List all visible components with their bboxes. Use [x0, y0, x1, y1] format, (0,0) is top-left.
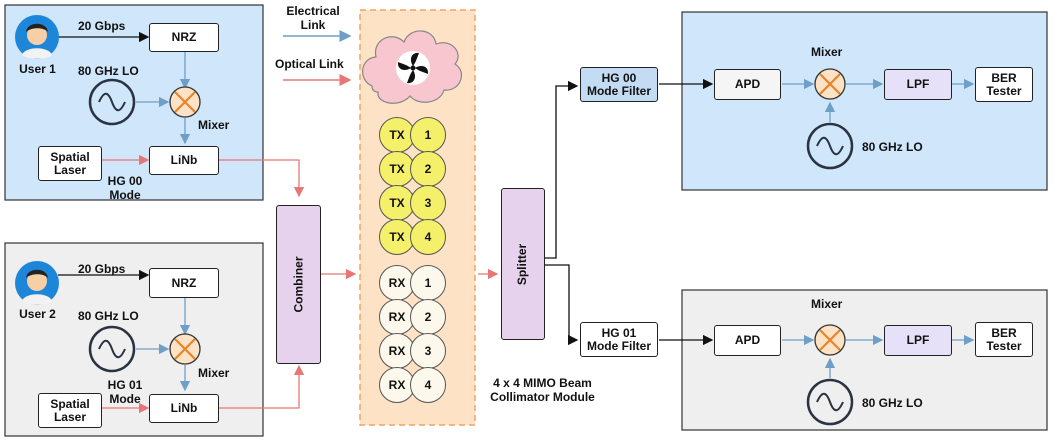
user1-linb-modulator-box: LiNb: [149, 146, 219, 175]
rx2-mode-filter-box: HG 01 Mode Filter: [580, 322, 658, 357]
user1-mixer-label: Mixer: [198, 118, 230, 132]
user2-mode-label: HG 01 Mode: [107, 378, 143, 406]
user1-spatial-laser-box: Spatial Laser: [38, 146, 102, 181]
user1-lo-label: 80 GHz LO: [78, 64, 139, 78]
rx2-mixer-icon: [814, 324, 846, 356]
rx2-oscillator-icon: [806, 378, 854, 426]
user2-spatial-laser-box: Spatial Laser: [38, 393, 102, 428]
rx-channel-cell: 4: [410, 367, 446, 403]
rx2-lo-label: 80 GHz LO: [862, 396, 923, 410]
user2-optical-to-combiner-link: [219, 364, 305, 409]
rx2-ber-tester-box: BER Tester: [975, 322, 1033, 357]
rx1-apd-box: APD: [714, 69, 781, 100]
tx-channel-cell: 3: [410, 185, 446, 221]
user1-rate-label: 20 Gbps: [78, 19, 126, 33]
user2-nrz-box: NRZ: [149, 268, 219, 298]
rx1-oscillator-icon: [806, 122, 854, 170]
user2-rate-label: 20 Gbps: [78, 262, 126, 276]
rx1-mixer-label: Mixer: [811, 45, 843, 59]
rx1-ber-tester-box: BER Tester: [975, 67, 1033, 102]
splitter-box: Splitter: [501, 188, 545, 340]
user1-mode-label: HG 00 Mode: [107, 174, 143, 202]
tx-channel-cell: 2: [410, 151, 446, 187]
user2-lo-label: 80 GHz LO: [78, 309, 139, 323]
user1-mixer-icon: [169, 86, 201, 118]
user2-name-label: User 2: [19, 307, 56, 321]
rx1-lo-label: 80 GHz LO: [862, 140, 923, 154]
tx-label-cell: TX: [379, 117, 415, 153]
user2-mixer-icon: [169, 333, 201, 365]
rx1-mode-filter-box: HG 00 Mode Filter: [580, 67, 658, 102]
rx-channel-cell: 2: [410, 299, 446, 335]
rx-channel-cell: 3: [410, 333, 446, 369]
rx2-mixer-label: Mixer: [811, 297, 843, 311]
user2-linb-modulator-box: LiNb: [149, 394, 219, 423]
rx2-receiver-panel: [681, 289, 1048, 431]
user1-optical-to-combiner-link: [219, 159, 305, 198]
combiner-label: Combiner: [291, 256, 306, 313]
rx1-mixer-icon: [814, 68, 846, 100]
module-caption: 4 x 4 MIMO Beam Collimator Module: [490, 376, 595, 404]
legend-optical-label: Optical Link: [275, 57, 344, 71]
user1-avatar-icon: [15, 15, 59, 59]
user1-oscillator-icon: [88, 78, 136, 126]
user1-name-label: User 1: [19, 62, 56, 76]
splitter-label: Splitter: [515, 243, 530, 285]
user1-nrz-box: NRZ: [149, 23, 219, 52]
tx-label-cell: TX: [379, 219, 415, 255]
rx2-apd-box: APD: [714, 325, 781, 356]
user2-oscillator-icon: [88, 325, 136, 373]
channel-cloud-icon: [362, 30, 463, 104]
tx-channel-cell: 4: [410, 219, 446, 255]
tx-channel-cell: 1: [410, 117, 446, 153]
combiner-box: Combiner: [276, 205, 321, 364]
splitter-to-filter00-link: [544, 80, 579, 259]
rx2-lpf-box: LPF: [884, 325, 952, 356]
user2-mixer-label: Mixer: [198, 366, 230, 380]
splitter-to-filter01-link: [544, 264, 579, 346]
rx-label-cell: RX: [379, 367, 415, 403]
rx-channel-cell: 1: [410, 265, 446, 301]
user2-avatar-icon: [15, 261, 59, 305]
rx1-lpf-box: LPF: [884, 69, 952, 100]
legend-electrical-label: Electrical Link: [286, 4, 340, 32]
